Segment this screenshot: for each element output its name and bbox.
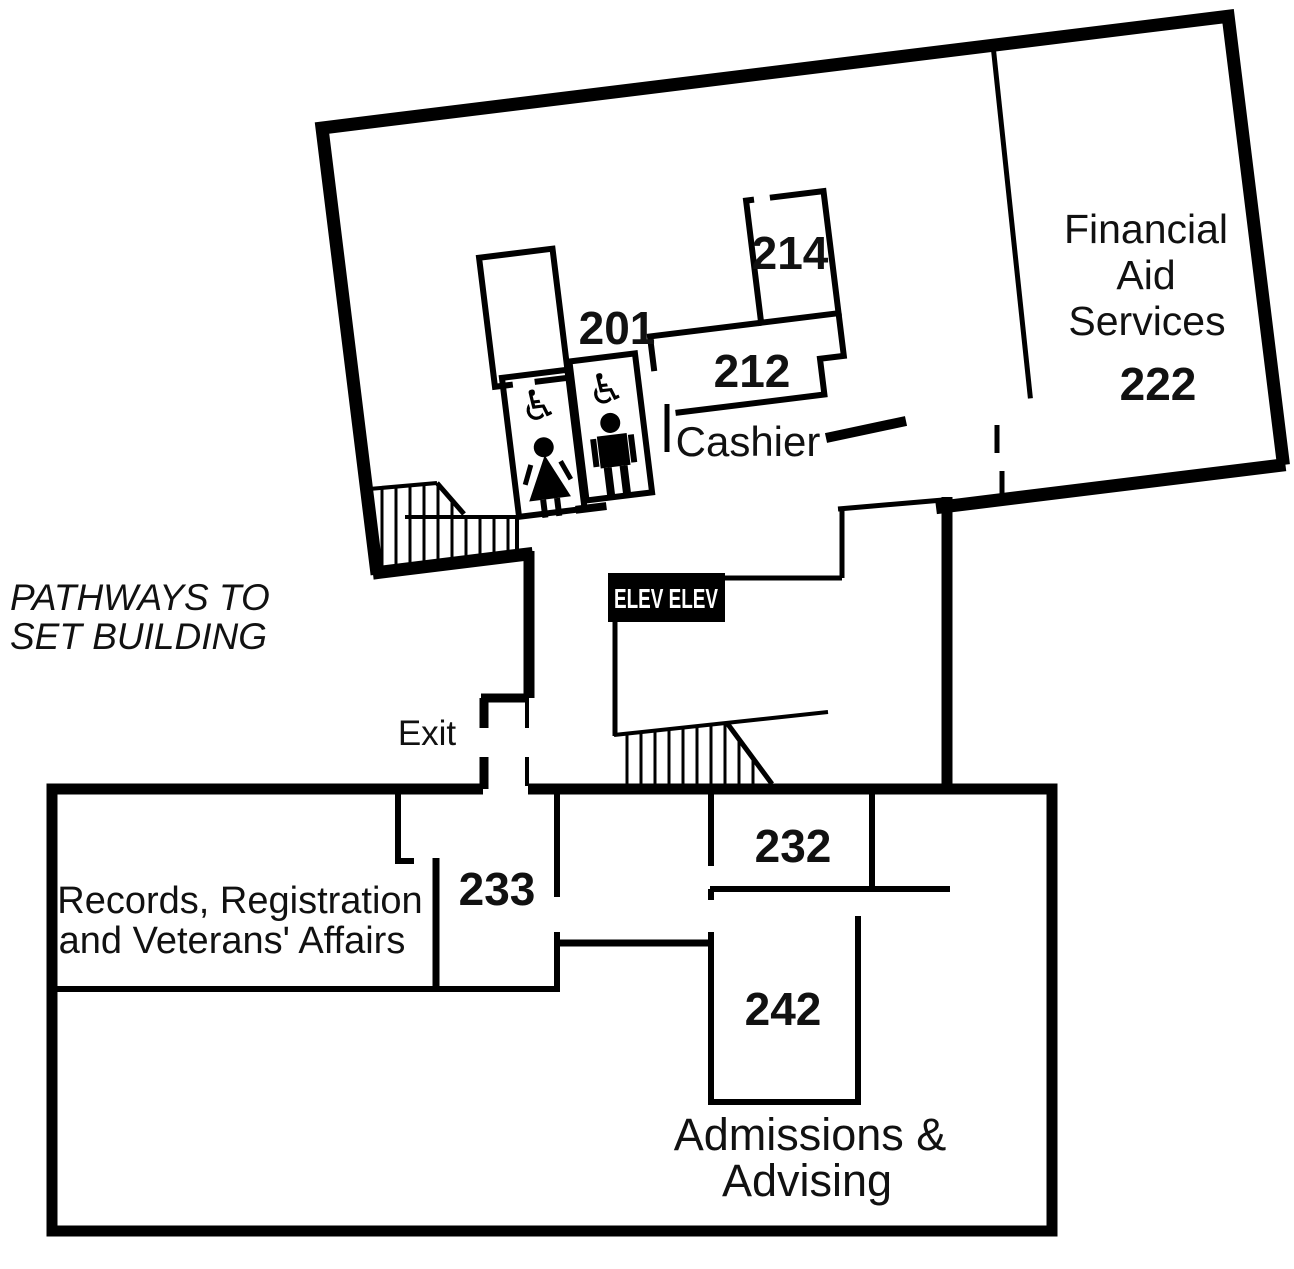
financial-aid-label-line3: Services [1068, 298, 1225, 344]
stair-treads [380, 484, 510, 569]
financial-aid-label-line2: Aid [1116, 252, 1175, 298]
elevator-core: ELEV ELEV [608, 573, 725, 736]
room-214-walls [742, 187, 842, 327]
admissions-label-line2: Advising [722, 1155, 892, 1206]
elevator-label-box [608, 573, 725, 622]
upper-outer-wall [314, 9, 1290, 576]
room-232-south-wall [708, 886, 950, 900]
cashier-bottom-wall [824, 416, 908, 443]
room-212-walls [646, 312, 848, 416]
records-room-walls [395, 789, 414, 864]
lower-outer-wall [46, 783, 1058, 1237]
room-212-label: 212 [714, 345, 791, 397]
stair-treads [625, 723, 755, 784]
cashier-label: Cashier [676, 418, 821, 465]
room-232-label: 232 [755, 820, 832, 872]
woman-icon [522, 437, 574, 518]
middle-stairwell [613, 710, 829, 786]
mens-restroom-walls [566, 350, 656, 504]
records-label-line1: Records, Registration [57, 880, 422, 922]
man-icon [590, 412, 638, 496]
room-232-walls [708, 789, 875, 889]
upper-stairwell [368, 481, 519, 569]
room-242-label: 242 [745, 983, 822, 1035]
room-214-label: 214 [752, 227, 829, 279]
wheelchair-icon: ♿ [517, 378, 560, 431]
room-201-label: 201 [579, 302, 656, 354]
pathways-label-line1: PATHWAYS TO [10, 577, 270, 618]
stair-diagonal [435, 481, 466, 516]
room-222-label: 222 [1120, 358, 1197, 410]
financial-aid-label-line1: Financial [1064, 206, 1228, 252]
labels: PATHWAYS TO SET BUILDING Exit 201 214 21… [10, 206, 1228, 1206]
corridor-north-wall [725, 497, 944, 581]
admissions-label-line1: Admissions & [674, 1109, 947, 1160]
elevator-label: ELEV ELEV [614, 583, 718, 614]
exit-label: Exit [398, 714, 457, 753]
restroom-door-jamb [575, 502, 607, 514]
upper-bottom-left-wall [372, 546, 534, 580]
stair-top-edge [613, 710, 829, 737]
pathways-label-line2: SET BUILDING [10, 616, 267, 657]
door-jamb-ticks [994, 425, 1005, 497]
corridor-walls [479, 404, 1005, 789]
room-242-walls [708, 916, 861, 1105]
room-201-walls [475, 245, 572, 391]
financial-aid-partition-wall [991, 50, 1033, 399]
room-233-label: 233 [459, 863, 536, 915]
stair-diagonal [724, 721, 775, 786]
exit-door-jambs [479, 693, 529, 789]
lower-building [46, 783, 1058, 1237]
upper-building: ♿ ♿ [314, 9, 1290, 580]
wheelchair-icon: ♿ [584, 362, 627, 415]
records-label-line2: and Veterans' Affairs [59, 920, 406, 962]
financial-aid-bottom-wall [935, 458, 1287, 515]
